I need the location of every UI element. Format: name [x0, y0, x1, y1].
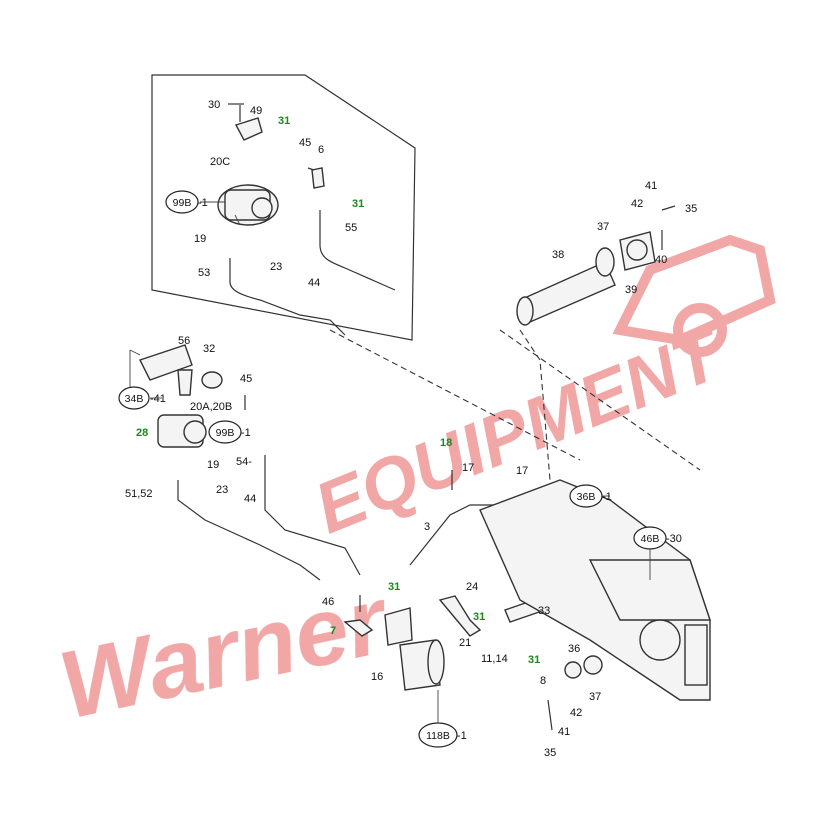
callout-36b1: -1	[602, 491, 612, 503]
callout-18: 18	[440, 437, 452, 449]
callout-20c: 20C	[210, 156, 230, 168]
ref-36b[interactable]: 36B	[569, 484, 603, 508]
filter-element-38	[516, 261, 616, 326]
callout-37a: 37	[597, 221, 609, 233]
watermark-truck-icon	[612, 234, 776, 357]
callout-30: 30	[208, 99, 220, 111]
callout-11-14: 11,14	[481, 653, 508, 665]
cylinder-118b	[384, 607, 445, 691]
o-ring-37	[595, 247, 615, 277]
callout-8: 8	[540, 675, 546, 687]
callout-46: 46	[322, 596, 334, 608]
main-elbow-56	[139, 344, 193, 396]
callout-21: 21	[459, 637, 471, 649]
watermark-left-text: Warner	[51, 566, 400, 740]
main-pump	[157, 414, 207, 448]
inset-pump	[217, 184, 279, 226]
callout-42b: 42	[570, 707, 582, 719]
callout-35a: 35	[685, 203, 697, 215]
callout-6: 6	[318, 144, 324, 156]
callout-41a: 41	[645, 180, 657, 192]
callout-46b30: -30	[666, 533, 682, 545]
ref-34b[interactable]: 34B	[118, 386, 150, 410]
ref-118b[interactable]: 118B	[418, 722, 458, 748]
callout-44b: 44	[244, 493, 256, 505]
callout-39: 39	[625, 284, 637, 296]
ref-99b-top[interactable]: 99B	[165, 190, 199, 214]
svg-text:99B: 99B	[173, 197, 192, 209]
callout-51-52: 51,52	[125, 488, 153, 500]
callout-32: 32	[203, 343, 215, 355]
tube-51-52	[177, 480, 321, 581]
callout-33: 33	[538, 605, 550, 617]
callout-17a: 17	[462, 462, 474, 474]
o-ring-37b	[583, 655, 603, 675]
callout-38: 38	[552, 249, 564, 261]
callout-41c: 41	[558, 726, 570, 738]
callout-20ab: 20A,20B	[190, 401, 232, 413]
callout-99b1a: -1	[198, 197, 208, 209]
callout-28: 28	[136, 427, 148, 439]
leader-lines	[129, 201, 651, 723]
callout-19a: 19	[194, 233, 206, 245]
callout-54: 54-	[236, 456, 252, 468]
callout-56: 56	[178, 335, 190, 347]
callout-19b: 19	[207, 459, 219, 471]
tube-7	[343, 619, 374, 637]
callout-23a: 23	[270, 261, 282, 273]
dashed-leader-1	[499, 329, 701, 471]
svg-text:36B: 36B	[577, 491, 596, 503]
callout-24: 24	[466, 581, 478, 593]
elbow-11-14	[438, 595, 482, 637]
callout-44a: 44	[308, 277, 320, 289]
callout-31b: 31	[352, 198, 364, 210]
callout-36: 36	[568, 643, 580, 655]
svg-text:46B: 46B	[641, 533, 660, 545]
callout-49: 49	[250, 105, 262, 117]
callout-3: 3	[424, 521, 430, 533]
callout-37b: 37	[589, 691, 601, 703]
dashed-leader-2	[519, 329, 551, 481]
inset-tube-53	[229, 258, 346, 336]
callout-53: 53	[198, 267, 210, 279]
callout-31a: 31	[278, 115, 290, 127]
callout-7: 7	[330, 625, 336, 637]
svg-text:99B: 99B	[216, 427, 235, 439]
inset-frame	[151, 74, 416, 341]
tube-54	[264, 455, 361, 576]
dashed-leader-3	[329, 329, 581, 461]
callout-41b: -41	[150, 393, 166, 405]
svg-text:34B: 34B	[125, 393, 144, 405]
filter-housing-39	[619, 231, 656, 271]
callout-23b: 23	[216, 484, 228, 496]
inset-tube-55	[319, 210, 396, 291]
inset-elbow	[234, 105, 263, 141]
inset-fitting-6	[311, 167, 325, 189]
callout-99b1b: -1	[241, 427, 251, 439]
callout-17b: 17	[516, 465, 528, 477]
callout-31c: 31	[388, 581, 400, 593]
callout-55: 55	[345, 222, 357, 234]
ref-99b-mid[interactable]: 99B	[208, 420, 242, 444]
callout-40: 40	[655, 254, 667, 266]
callout-31d: 31	[473, 611, 485, 623]
callout-42a: 42	[631, 198, 643, 210]
clamp-32	[201, 371, 223, 389]
callout-35b: 35	[544, 747, 556, 759]
callout-118b1: -1	[457, 730, 467, 742]
bolts	[228, 103, 676, 731]
callout-45b: 45	[240, 373, 252, 385]
callout-31e: 31	[528, 654, 540, 666]
callout-45a: 45	[299, 137, 311, 149]
callout-16: 16	[371, 671, 383, 683]
svg-text:118B: 118B	[426, 730, 450, 742]
flange-36	[564, 661, 582, 679]
ref-46b[interactable]: 46B	[633, 526, 667, 550]
